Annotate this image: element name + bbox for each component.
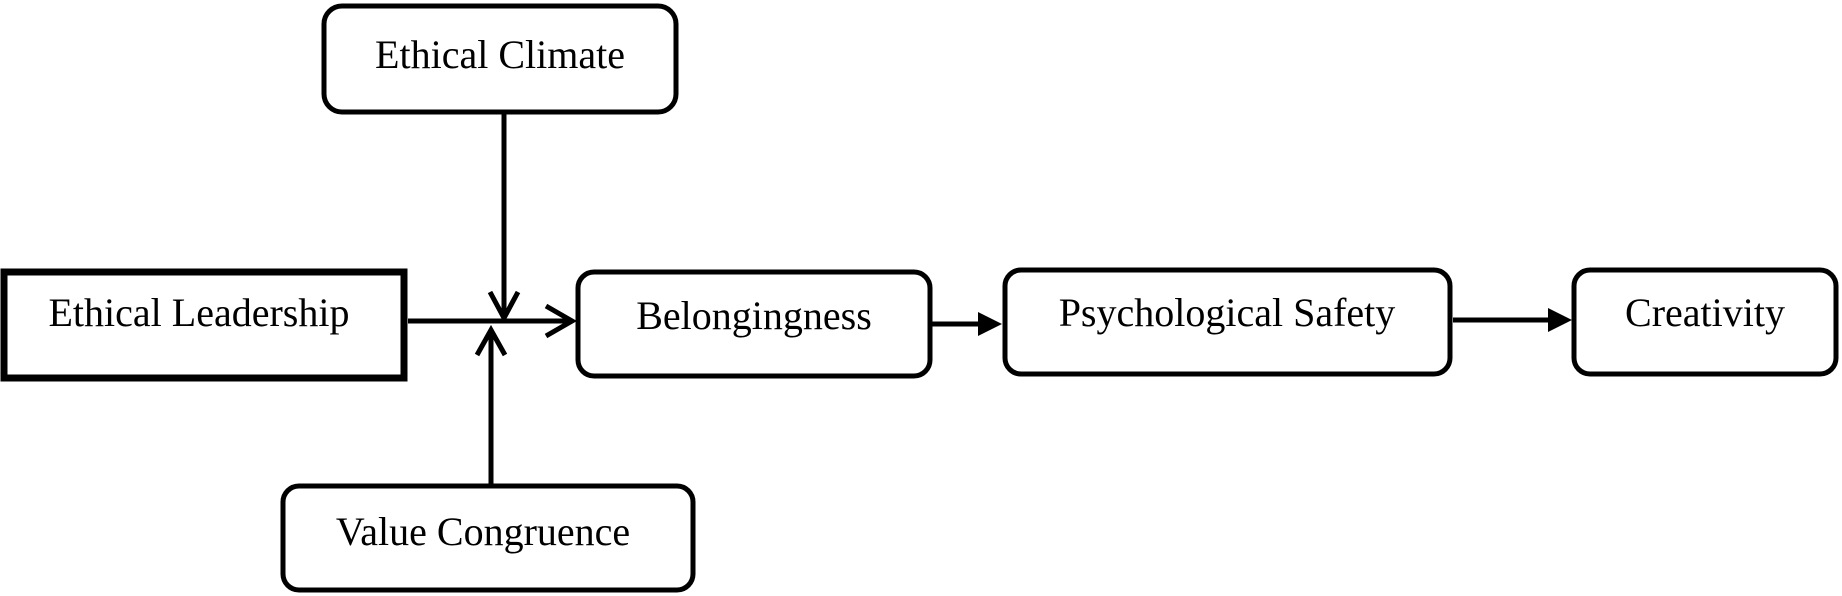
edge-climate-moderation	[487, 114, 521, 324]
node-ethical-leadership-label: Ethical Leadership	[49, 290, 350, 335]
edge-congruence-moderation	[474, 324, 508, 484]
node-ethical-climate: Ethical Climate	[321, 3, 679, 115]
arrowhead-belongingness-to-safety	[978, 312, 1002, 336]
node-psychological-safety-label: Psychological Safety	[1059, 290, 1396, 335]
arrowhead-safety-to-creativity	[1548, 308, 1572, 332]
node-creativity: Creativity	[1571, 267, 1839, 377]
node-belongingness: Belongingness	[575, 269, 933, 379]
node-value-congruence-label: Value Congruence	[336, 509, 630, 554]
edge-leadership-to-belongingness	[408, 303, 578, 339]
edge-belongingness-to-safety	[932, 312, 1002, 336]
node-value-congruence: Value Congruence	[280, 483, 696, 593]
node-creativity-label: Creativity	[1625, 290, 1785, 335]
node-ethical-climate-label: Ethical Climate	[375, 32, 625, 77]
node-ethical-leadership: Ethical Leadership	[0, 268, 408, 382]
node-belongingness-label: Belongingness	[636, 293, 872, 338]
node-psychological-safety: Psychological Safety	[1002, 267, 1453, 377]
edge-safety-to-creativity	[1453, 308, 1572, 332]
